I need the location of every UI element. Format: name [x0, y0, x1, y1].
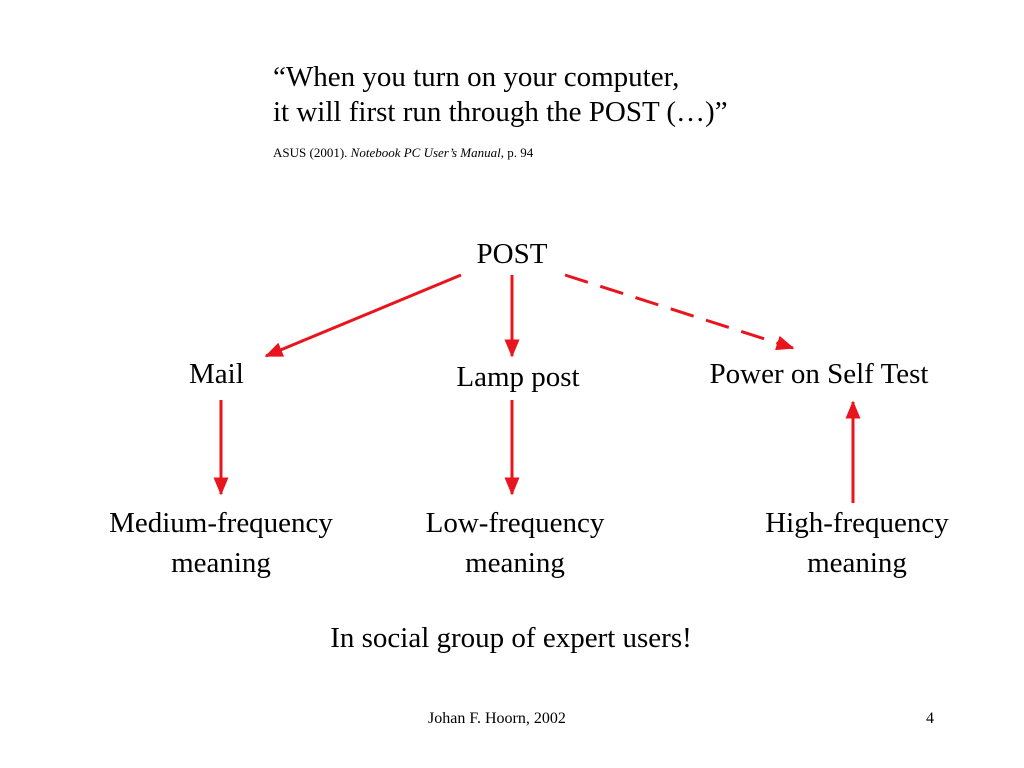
quote: “When you turn on your computer, it will…	[273, 60, 728, 130]
meaning-line-2: meaning	[807, 547, 907, 579]
quote-line-2: it will first run through the POST (…)”	[273, 96, 728, 128]
citation-prefix: ASUS (2001).	[273, 145, 351, 160]
node-medium-frequency-meaning: Medium-frequency meaning	[109, 503, 333, 583]
citation: ASUS (2001). Notebook PC User’s Manual, …	[273, 145, 533, 161]
meaning-line-2: meaning	[465, 547, 565, 579]
node-mail: Mail	[189, 358, 244, 390]
page-number: 4	[926, 710, 934, 727]
node-power-on-self-test: Power on Self Test	[709, 358, 929, 390]
node-post: POST	[476, 238, 548, 270]
node-high-frequency-meaning: High-frequency meaning	[765, 503, 949, 583]
meaning-line-1: Medium-frequency	[109, 507, 333, 539]
meaning-line-1: High-frequency	[765, 507, 949, 539]
conclusion-text: In social group of expert users!	[330, 622, 692, 654]
quote-line-1: “When you turn on your computer,	[273, 61, 680, 93]
meaning-line-2: meaning	[171, 547, 271, 579]
node-low-frequency-meaning: Low-frequency meaning	[426, 503, 605, 583]
arrow-post-to-mail	[264, 273, 462, 358]
citation-title: Notebook PC User’s Manual	[350, 145, 501, 160]
footer-author: Johan F. Hoorn, 2002	[428, 710, 566, 727]
node-lamp-post: Lamp post	[456, 361, 580, 393]
meaning-line-1: Low-frequency	[425, 507, 605, 539]
arrow-post-to-power-on-self-test	[564, 273, 795, 351]
citation-suffix: , p. 94	[500, 145, 534, 160]
